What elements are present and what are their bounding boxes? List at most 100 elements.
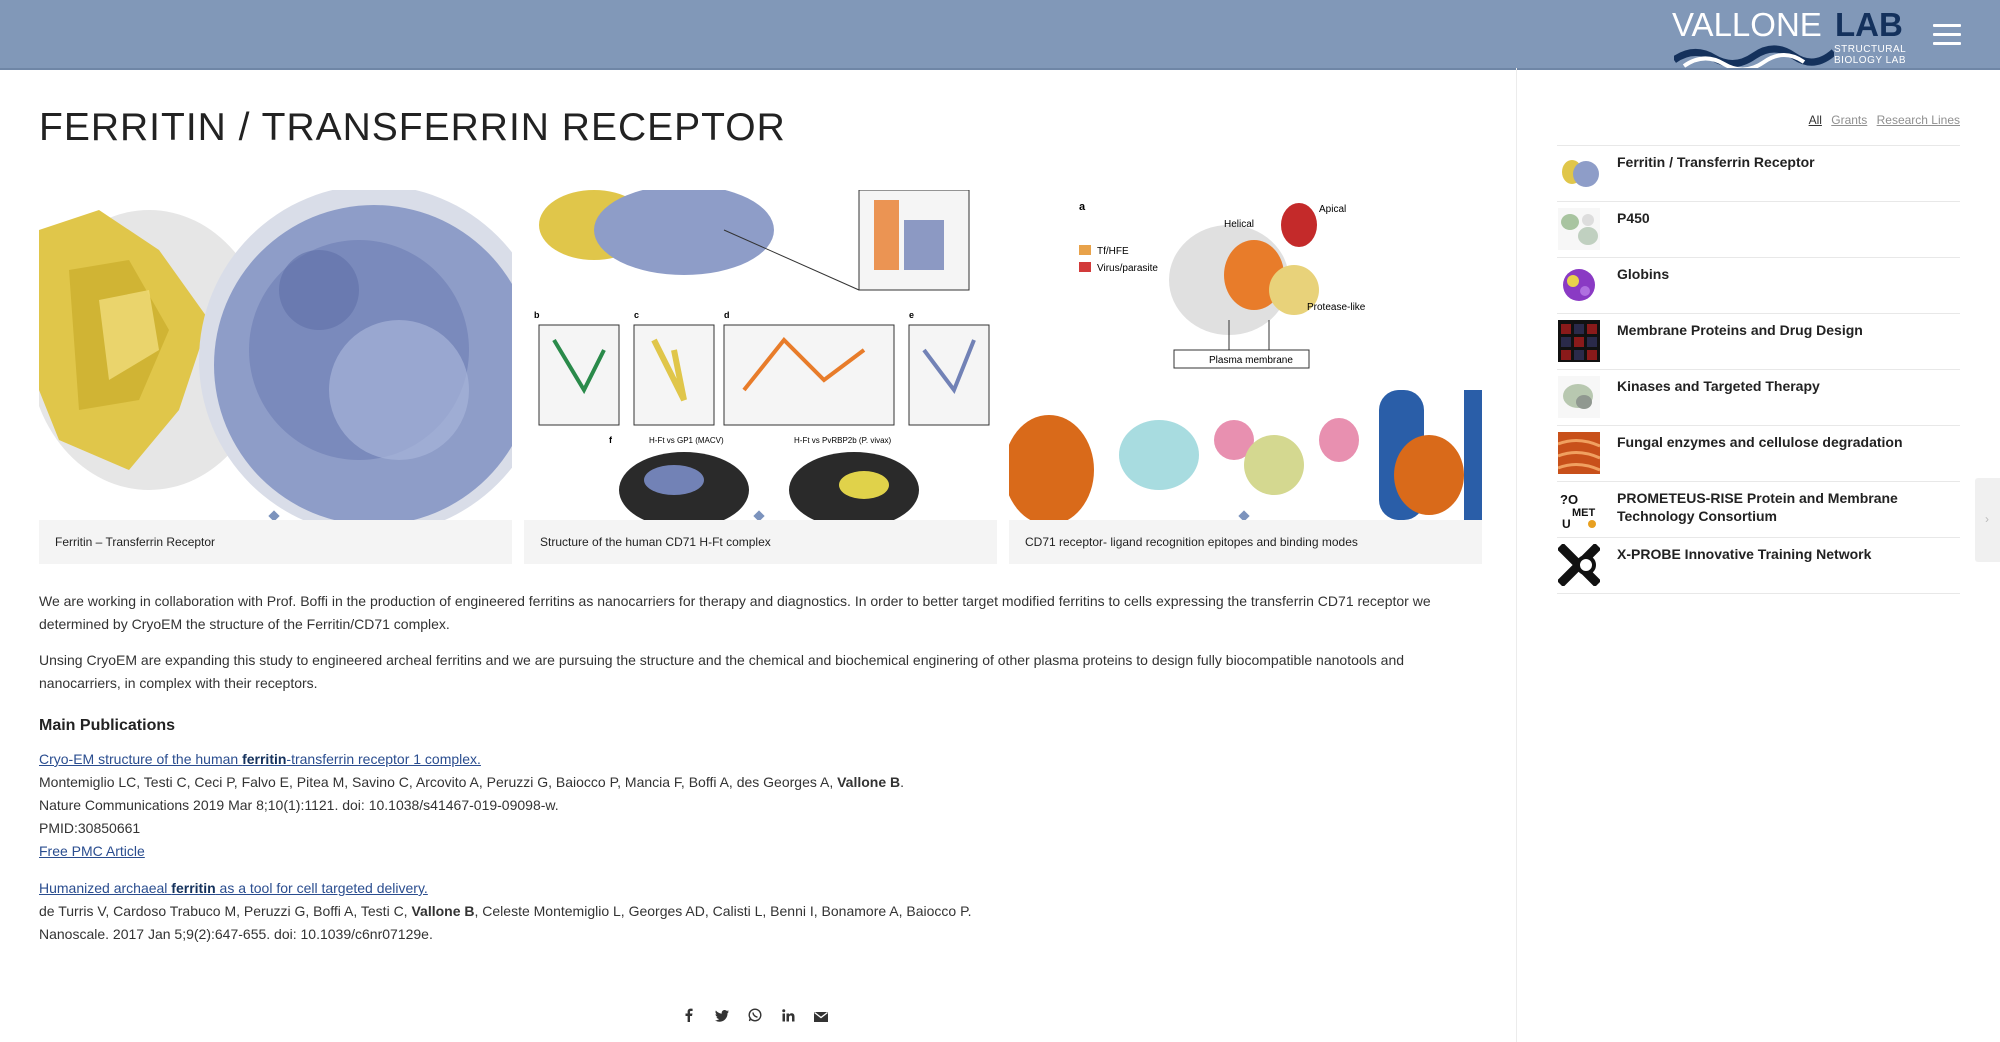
gallery-caption: CD71 receptor- ligand recognition epitop… bbox=[1009, 520, 1482, 564]
pub-1-link[interactable]: Cryo-EM structure of the human ferritin-… bbox=[39, 751, 481, 767]
thumbnail-globins bbox=[1558, 264, 1600, 306]
sidebar-item-label: X-PROBE Innovative Training Network bbox=[1617, 546, 1872, 562]
sidebar-item-label: Kinases and Targeted Therapy bbox=[1617, 378, 1820, 394]
thumbnail-ferritin bbox=[1558, 152, 1600, 194]
pub-1-title-pre: Cryo-EM structure of the human bbox=[39, 751, 243, 767]
sidebar-item-label: P450 bbox=[1617, 210, 1650, 226]
intro-paragraph-1: We are working in collaboration with Pro… bbox=[39, 593, 1431, 632]
main-content: FERRITIN / TRANSFERRIN RECEPTOR Ferritin… bbox=[39, 68, 1482, 1042]
share-bar bbox=[679, 1008, 839, 1028]
filter-all[interactable]: All bbox=[1808, 113, 1822, 127]
svg-text:MET: MET bbox=[1572, 507, 1596, 519]
pub-1-pmc-link[interactable]: Free PMC Article bbox=[39, 843, 145, 859]
pub-1-title[interactable]: Cryo-EM structure of the human ferritin-… bbox=[39, 751, 481, 767]
pub-2-journal: Nanoscale. 2017 Jan 5;9(2):647-655. doi:… bbox=[39, 926, 433, 942]
site-header: VALLONE LAB STRUCTURAL BIOLOGY LAB bbox=[0, 0, 2000, 70]
pub-2-title-bold: ferritin bbox=[171, 880, 216, 896]
thumbnail-kinases bbox=[1558, 376, 1600, 418]
sidebar-project-list: Ferritin / Transferrin Receptor P450 Glo… bbox=[1557, 145, 1960, 594]
svg-text:U: U bbox=[1562, 517, 1571, 530]
sidebar-item-xprobe[interactable]: X-PROBE Innovative Training Network bbox=[1557, 538, 1960, 594]
panel-label-a: a bbox=[1079, 201, 1086, 213]
panel-label-f1: H-Ft vs GP1 (MACV) bbox=[649, 436, 724, 445]
logo-wave-icon bbox=[1674, 45, 1834, 68]
pub-1-authors-pre: Montemiglio LC, Testi C, Ceci P, Falvo E… bbox=[39, 774, 838, 790]
gallery-image-ferritin-receptor[interactable] bbox=[39, 190, 512, 520]
chevron-right-icon: › bbox=[1985, 512, 1989, 526]
sidebar-item-label: Membrane Proteins and Drug Design bbox=[1617, 322, 1863, 338]
whatsapp-icon[interactable] bbox=[745, 1008, 765, 1028]
sidebar-filters: All Grants Research Lines bbox=[1803, 113, 1960, 127]
sidebar-item-fungal-enzymes[interactable]: Fungal enzymes and cellulose degradation bbox=[1557, 426, 1960, 482]
mail-icon[interactable] bbox=[811, 1008, 831, 1028]
linkedin-icon[interactable] bbox=[778, 1008, 798, 1028]
pub-2-authors: de Turris V, Cardoso Trabuco M, Peruzzi … bbox=[39, 903, 972, 919]
gallery-caption-text: Structure of the human CD71 H-Ft complex bbox=[540, 535, 771, 549]
gallery-caption-text: CD71 receptor- ligand recognition epitop… bbox=[1025, 535, 1358, 549]
thumbnail-p450 bbox=[1558, 208, 1600, 250]
legend-virus-parasite: Virus/parasite bbox=[1097, 263, 1158, 274]
site-logo[interactable]: VALLONE LAB STRUCTURAL BIOLOGY LAB bbox=[1672, 6, 1912, 68]
pub-1-authors-bold: Vallone B bbox=[837, 774, 901, 790]
panel-label-f2: H-Ft vs PvRBP2b (P. vivax) bbox=[794, 436, 892, 445]
content-divider bbox=[1516, 68, 1517, 1042]
logo-text-bold: LAB bbox=[1835, 6, 1903, 43]
pub-2-authors-bold: Vallone B bbox=[411, 903, 475, 919]
gallery-image-cd71-epitopes[interactable]: a Tf/HFE Virus/parasite Helical Apical P… bbox=[1009, 190, 1482, 520]
side-scroll-tab[interactable]: › bbox=[1975, 478, 2000, 562]
sidebar-item-label: Fungal enzymes and cellulose degradation bbox=[1617, 434, 1903, 450]
panel-label-b: b bbox=[534, 310, 540, 320]
pub-2-authors-pre: de Turris V, Cardoso Trabuco M, Peruzzi … bbox=[39, 903, 412, 919]
gallery-item-1[interactable]: Ferritin – Transferrin Receptor bbox=[39, 190, 512, 564]
panel-label-f: f bbox=[609, 435, 613, 445]
sidebar-item-membrane-proteins[interactable]: Membrane Proteins and Drug Design bbox=[1557, 314, 1960, 370]
pub-2-authors-post: , Celeste Montemiglio L, Georges AD, Cal… bbox=[474, 903, 972, 919]
thumbnail-xprobe bbox=[1558, 544, 1600, 586]
legend-tf-hfe: Tf/HFE bbox=[1097, 246, 1129, 257]
filter-research-lines[interactable]: Research Lines bbox=[1876, 113, 1960, 127]
gallery-item-3[interactable]: a Tf/HFE Virus/parasite Helical Apical P… bbox=[1009, 190, 1482, 564]
intro-paragraph-2: Unsing CryoEM are expanding this study t… bbox=[39, 652, 1405, 691]
panel-label-d: d bbox=[724, 310, 730, 320]
pub-1-title-bold: ferritin bbox=[242, 751, 287, 767]
gallery-image-cd71-hft[interactable]: b c d e f H-Ft vs GP1 (MACV) H-Ft vs PvR… bbox=[524, 190, 997, 520]
label-helical: Helical bbox=[1224, 219, 1254, 230]
pub-2-link[interactable]: Humanized archaeal ferritin as a tool fo… bbox=[39, 880, 428, 896]
label-protease-like: Protease-like bbox=[1307, 302, 1366, 313]
svg-text:?O: ?O bbox=[1560, 492, 1578, 507]
pub-1-authors-post: . bbox=[900, 774, 905, 790]
gallery-caption: Structure of the human CD71 H-Ft complex bbox=[524, 520, 997, 564]
label-plasma-membrane: Plasma membrane bbox=[1209, 355, 1293, 366]
gallery-item-2[interactable]: b c d e f H-Ft vs GP1 (MACV) H-Ft vs PvR… bbox=[524, 190, 997, 564]
facebook-icon[interactable] bbox=[679, 1008, 699, 1028]
sidebar-item-label: PROMETEUS-RISE Protein and Membrane Tech… bbox=[1617, 490, 1898, 524]
twitter-icon[interactable] bbox=[712, 1008, 732, 1028]
sidebar: All Grants Research Lines Ferritin / Tra… bbox=[1557, 68, 1960, 1042]
pub-2-title[interactable]: Humanized archaeal ferritin as a tool fo… bbox=[39, 880, 428, 896]
panel-label-e: e bbox=[909, 310, 914, 320]
filter-grants[interactable]: Grants bbox=[1831, 113, 1868, 127]
sidebar-item-ferritin[interactable]: Ferritin / Transferrin Receptor bbox=[1557, 146, 1960, 202]
pub-1-pmid: PMID:30850661 bbox=[39, 820, 141, 836]
pub-1-journal: Nature Communications 2019 Mar 8;10(1):1… bbox=[39, 797, 559, 813]
hamburger-menu-icon[interactable] bbox=[1933, 24, 1961, 46]
sidebar-item-label: Ferritin / Transferrin Receptor bbox=[1617, 154, 1815, 170]
label-apical: Apical bbox=[1319, 204, 1346, 215]
panel-label-c: c bbox=[634, 310, 639, 320]
sidebar-item-label: Globins bbox=[1617, 266, 1670, 282]
publications-heading: Main Publications bbox=[39, 717, 176, 734]
sidebar-item-p450[interactable]: P450 bbox=[1557, 202, 1960, 258]
thumbnail-fungal-enzymes bbox=[1558, 432, 1600, 474]
pub-1-pmc[interactable]: Free PMC Article bbox=[39, 843, 145, 859]
thumbnail-membrane-proteins bbox=[1558, 320, 1600, 362]
pub-2-title-post: as a tool for cell targeted delivery. bbox=[215, 880, 428, 896]
sidebar-item-globins[interactable]: Globins bbox=[1557, 258, 1960, 314]
logo-text-main: VALLONE bbox=[1672, 6, 1822, 43]
sidebar-item-kinases[interactable]: Kinases and Targeted Therapy bbox=[1557, 370, 1960, 426]
logo-subtitle: STRUCTURAL BIOLOGY LAB bbox=[1834, 44, 1907, 66]
page-title: FERRITIN / TRANSFERRIN RECEPTOR bbox=[39, 106, 786, 149]
pub-1-title-post: -transferrin receptor 1 complex. bbox=[286, 751, 481, 767]
pub-1-authors: Montemiglio LC, Testi C, Ceci P, Falvo E… bbox=[39, 774, 904, 790]
